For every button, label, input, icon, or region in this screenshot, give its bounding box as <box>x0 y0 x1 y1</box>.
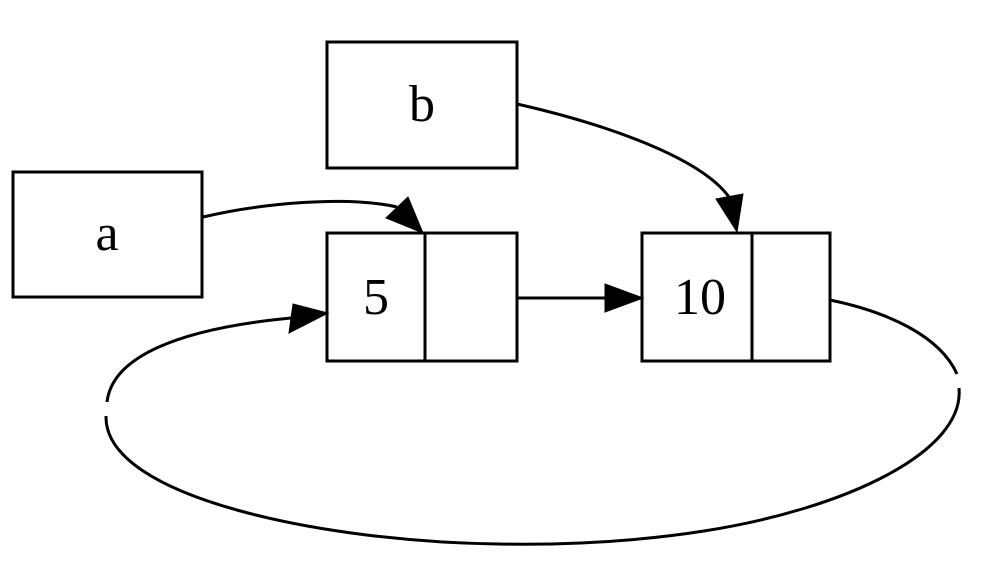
edge-b-to-node10 <box>516 102 744 234</box>
edge-node10-to-node5-loop <box>104 298 961 546</box>
list-node-5: 5 <box>325 231 519 363</box>
loop-segment-right-top <box>829 298 959 375</box>
variable-b: b <box>325 40 519 170</box>
edge-a-to-node5-curve <box>202 199 398 219</box>
edge-node10-to-node5-arrowhead-icon <box>288 303 330 334</box>
list-node-10-value: 10 <box>674 269 726 326</box>
edge-node5-to-node10-arrowhead-icon <box>604 283 645 313</box>
variable-b-label: b <box>409 76 435 133</box>
loop-segment-left-top <box>105 316 292 403</box>
edge-node5-to-node10 <box>517 283 645 313</box>
list-node-5-value: 5 <box>363 269 389 326</box>
edge-b-to-node10-arrowhead-icon <box>715 193 744 234</box>
edge-a-to-node5 <box>202 196 424 234</box>
variable-a: a <box>11 170 204 299</box>
edge-b-to-node10-curve <box>516 102 731 198</box>
list-node-5-box <box>325 231 519 363</box>
variable-a-box <box>11 170 204 299</box>
variable-a-label: a <box>95 205 118 262</box>
loop-segment-bottom <box>104 387 961 546</box>
edge-a-to-node5-arrowhead-icon <box>385 196 424 234</box>
list-node-10: 10 <box>640 231 832 363</box>
variable-b-box <box>325 40 519 170</box>
list-node-10-box <box>640 231 832 363</box>
